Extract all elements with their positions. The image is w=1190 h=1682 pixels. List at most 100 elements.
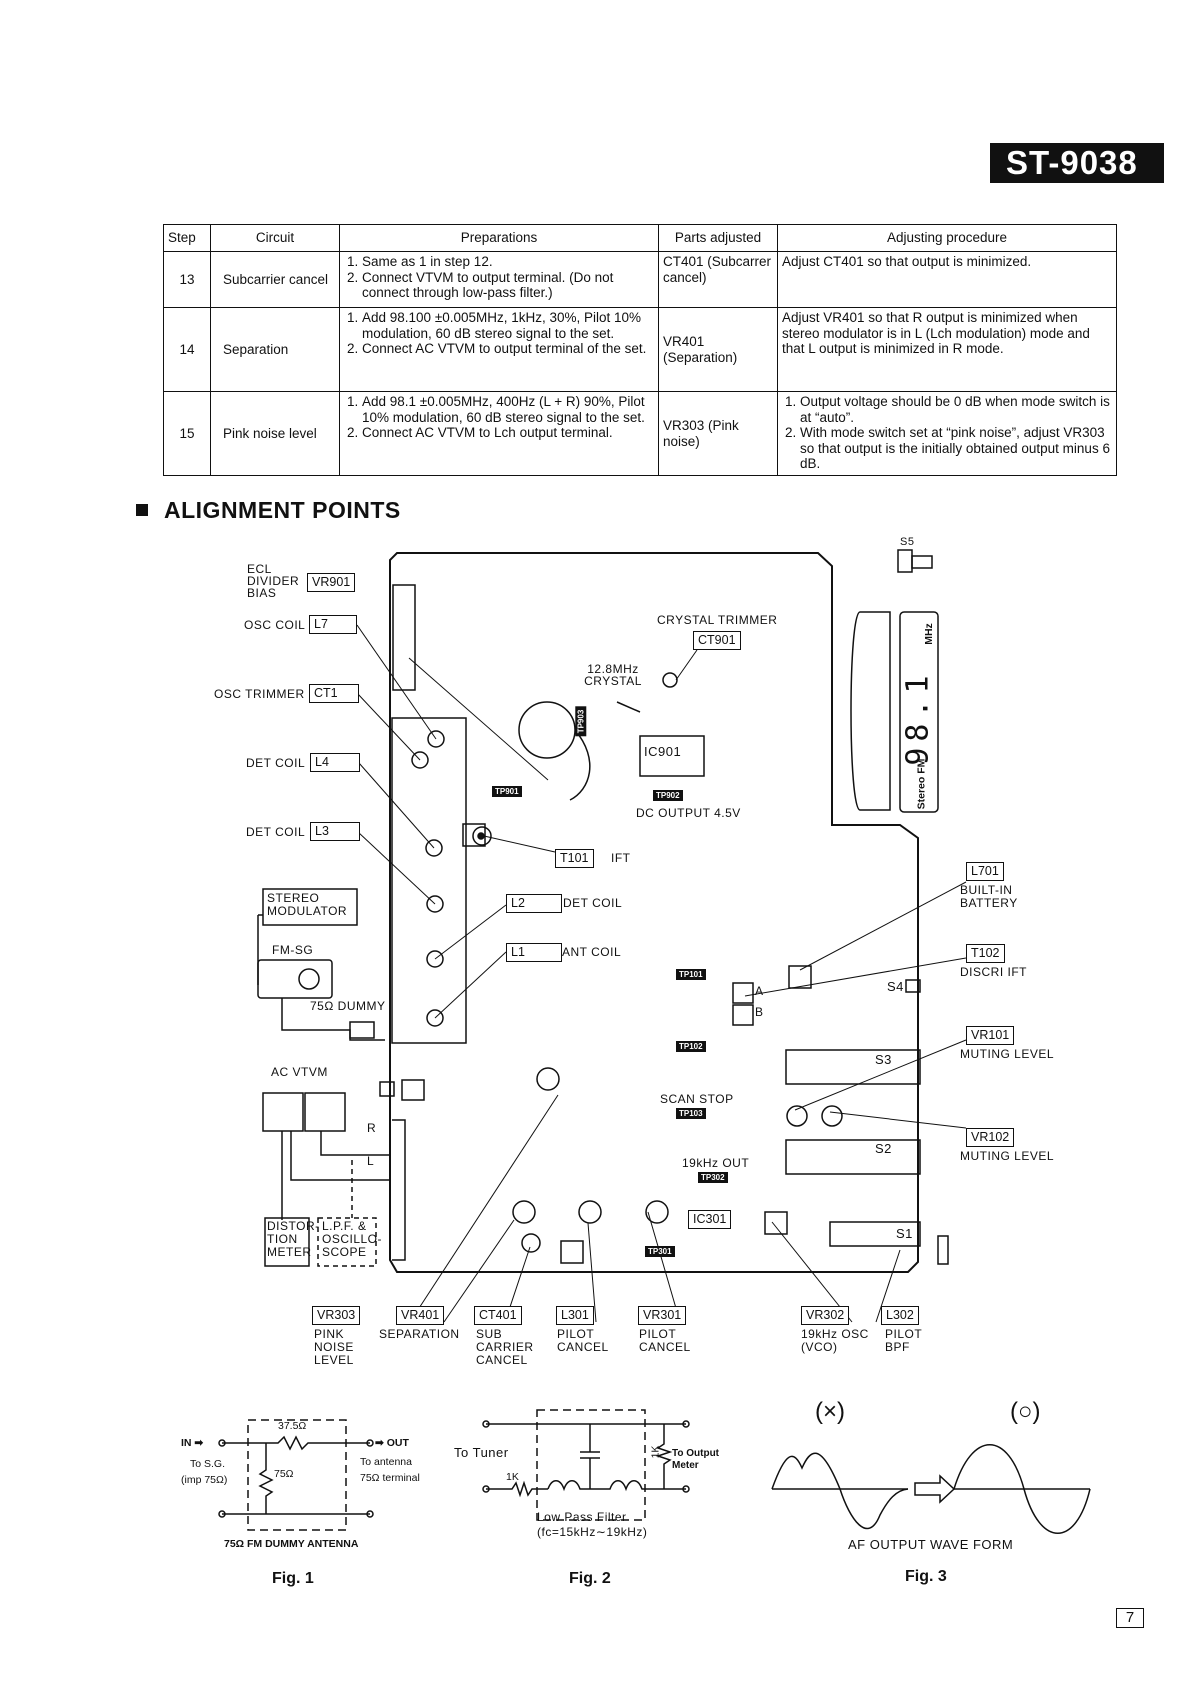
det-coil-label: DET COIL (563, 896, 623, 910)
pcb-outline (389, 552, 919, 1273)
t102-ref: T102 (966, 944, 1005, 963)
osc-coil-label: OSC COIL (244, 618, 306, 632)
adjustment-table: Step Circuit Preparations Parts adjusted… (163, 224, 1117, 476)
coil-screws (411, 730, 445, 1027)
fig1-in-label: IN ➡ (181, 1437, 204, 1449)
fig1-out-label: ➡ OUT (375, 1437, 409, 1449)
dummy-label: 75Ω DUMMY (310, 999, 386, 1013)
ct901-ref: CT901 (693, 631, 741, 650)
parts-adjusted: VR401 (Separation) (658, 307, 778, 392)
vr101-ref: VR101 (966, 1026, 1015, 1045)
prep-item: Same as 1 in step 12. (362, 254, 654, 270)
preparations: Add 98.1 ±0.005MHz, 400Hz (L + R) 90%, P… (339, 391, 659, 476)
display-stereo-fm: Stereo FM (915, 758, 928, 810)
board-screws (462, 823, 843, 1264)
vr301-desc: PILOT CANCEL (639, 1327, 691, 1354)
prep-item: Add 98.100 ±0.005MHz, 1kHz, 30%, Pilot 1… (362, 310, 654, 341)
vr303-ref: VR303 (312, 1306, 361, 1325)
stereo-modulator-label: STEREO MODULATOR (267, 891, 348, 918)
ac-vtvm-right (304, 1092, 346, 1132)
ct401-ref: CT401 (474, 1306, 522, 1325)
prep-item: Connect VTVM to output terminal. (Do not… (362, 270, 654, 301)
tp302-badge: TP302 (698, 1172, 728, 1183)
tp903-badge: TP903 (575, 706, 587, 737)
fig3-label: Fig. 3 (905, 1568, 947, 1585)
osc-trimmer-label: OSC TRIMMER (214, 687, 305, 701)
coil-strip (391, 717, 467, 1044)
tp902-badge: TP902 (653, 790, 683, 801)
leader-lines (356, 624, 967, 1323)
ac-vtvm-left (262, 1092, 304, 1132)
display-module (899, 611, 939, 813)
vr901-ref: VR901 (307, 573, 356, 592)
arrow-right-icon: ➡ (375, 1437, 384, 1449)
vr302-ref: VR302 (801, 1306, 850, 1325)
scan-stop-label: SCAN STOP (660, 1092, 734, 1106)
stereo-modulator-box (262, 888, 358, 926)
parts-adjusted: CT401 (Subcarrer cancel) (658, 251, 778, 308)
display-mhz: MHz (922, 623, 935, 645)
step-number: 14 (163, 307, 211, 392)
fm-sg-label: FM-SG (272, 943, 314, 957)
l1-ref: L1 (506, 943, 562, 962)
fig2-caption: Low Pass Filter (537, 1510, 627, 1524)
tp101-badge: TP101 (676, 969, 706, 980)
fig3-good-mark: (○) (1010, 1398, 1041, 1425)
procedure-item: With mode switch set at “pink noise”, ad… (800, 425, 1112, 472)
fig1-to-sg-label: To S.G. (190, 1458, 226, 1470)
preparations: Same as 1 in step 12. Connect VTVM to ou… (339, 251, 659, 308)
l302-desc: PILOT BPF (885, 1327, 922, 1354)
arrow-right-icon: ➡ (194, 1437, 204, 1449)
fig1-label: Fig. 1 (272, 1570, 314, 1587)
fig1-circuit (218, 1419, 374, 1531)
vr302-desc: 19kHz OSC (VCO) (801, 1327, 869, 1354)
s2-label: S2 (875, 1141, 892, 1156)
a-label: A (755, 984, 764, 998)
tp103-badge: TP103 (676, 1108, 706, 1119)
s1-label: S1 (896, 1226, 913, 1241)
fig1-r1-label: 37.5Ω (278, 1420, 307, 1432)
l3-ref: L3 (310, 822, 360, 841)
l2-ref: L2 (506, 894, 562, 913)
prep-item: Add 98.1 ±0.005MHz, 400Hz (L + R) 90%, P… (362, 394, 654, 425)
det-coil-label: DET COIL (246, 756, 306, 770)
fig2-caption-fc: (fc=15kHz∼19kHz) (537, 1525, 648, 1539)
tp901-badge: TP901 (492, 786, 522, 797)
procedure: Adjust CT401 so that output is minimized… (777, 251, 1117, 308)
distortion-meter-label: DISTOR-TION METER (267, 1219, 320, 1259)
dc-output-label: DC OUTPUT 4.5V (636, 806, 741, 820)
left-bracket (392, 584, 416, 691)
section-title: ALIGNMENT POINTS (136, 497, 401, 524)
table-row: 15 Pink noise level Add 98.1 ±0.005MHz, … (163, 391, 1117, 476)
crystal-label: 12.8MHz CRYSTAL (584, 662, 642, 688)
fig3-caption: AF OUTPUT WAVE FORM (848, 1537, 1014, 1552)
ic901-outline (639, 735, 705, 777)
l701-ref: L701 (966, 862, 1004, 881)
l302-ref: L302 (881, 1306, 919, 1325)
page-number: 7 (1116, 1608, 1144, 1628)
ic901-label: IC901 (644, 744, 682, 759)
col-procedure: Adjusting procedure (777, 224, 1117, 252)
fig2-r2-label: 1K (649, 1445, 662, 1459)
ct1-ref: CT1 (309, 684, 359, 703)
circuit-name: Subcarrier cancel (210, 251, 340, 308)
col-preparations: Preparations (339, 224, 659, 252)
ant-coil-label: ANT COIL (562, 945, 622, 959)
prep-item: Connect AC VTVM to output terminal of th… (362, 341, 654, 357)
fig1-terminal-label: 75Ω terminal (360, 1472, 420, 1484)
col-step: Step (163, 224, 211, 252)
ift-label: IFT (611, 851, 631, 865)
procedure: Output voltage should be 0 dB when mode … (777, 391, 1117, 476)
det-coil-label: DET COIL (246, 825, 306, 839)
fig2-label: Fig. 2 (569, 1570, 611, 1587)
fig1-r2-label: 75Ω (274, 1468, 294, 1480)
vr303-desc: PINK NOISE LEVEL (314, 1327, 354, 1367)
fig2-to-tuner-label: To Tuner (454, 1445, 509, 1460)
fig2-to-output-meter-label: To Output Meter (672, 1448, 720, 1471)
19khz-out-label: 19kHz OUT (682, 1156, 750, 1170)
l301-ref: L301 (556, 1306, 594, 1325)
distortion-meter-box (264, 1217, 310, 1267)
prep-item: Connect AC VTVM to Lch output terminal. (362, 425, 654, 441)
procedure: Adjust VR401 so that R output is minimiz… (777, 307, 1117, 392)
